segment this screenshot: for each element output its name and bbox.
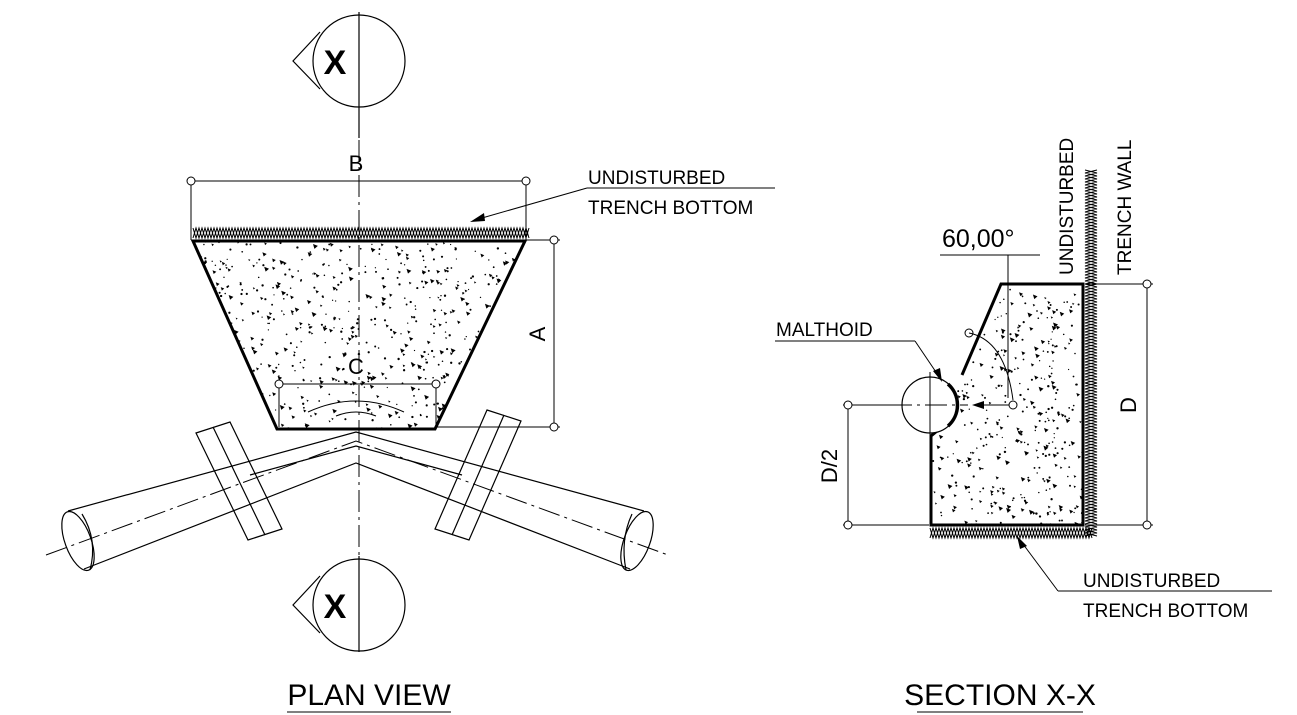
dimension-c: C [274, 354, 441, 427]
callout-section-line2: TRENCH BOTTOM [1083, 601, 1248, 622]
section-view: 60,00° MALTHOID UNDISTURBED TRENCH WALL … [775, 138, 1272, 713]
section-marker-bottom-label: X [324, 588, 347, 626]
thrust-block-plan [190, 239, 528, 431]
dimension-b: B [186, 151, 531, 240]
callout-malthoid: MALTHOID [775, 320, 942, 382]
section-marker-top: X [292, 12, 406, 138]
dimension-c-label: C [348, 354, 364, 379]
dimension-d: D [1085, 279, 1153, 530]
trench-bottom-hatch-section [929, 526, 1093, 540]
dimension-a: A [436, 235, 560, 432]
angle-annotation: 60,00° [940, 225, 1040, 410]
wall-label-trench-wall: TRENCH WALL [1115, 140, 1136, 275]
pipe-section [855, 372, 968, 440]
trench-wall-hatch [1084, 169, 1098, 537]
callout-section-trench-bottom: UNDISTURBED TRENCH BOTTOM [1017, 536, 1272, 622]
dimension-d-half-label: D/2 [817, 449, 842, 483]
section-marker-bottom: X [292, 556, 406, 652]
callout-plan-line2: TRENCH BOTTOM [588, 198, 753, 219]
callout-plan-trench-bottom: UNDISTURBED TRENCH BOTTOM [470, 168, 775, 222]
callout-plan-line1: UNDISTURBED [588, 168, 725, 189]
section-marker-top-label: X [324, 44, 347, 82]
wall-label-undisturbed: UNDISTURBED [1057, 138, 1078, 275]
angle-label: 60,00° [942, 225, 1015, 253]
callout-section-line1: UNDISTURBED [1083, 571, 1220, 592]
section-view-title: SECTION X-X [904, 679, 1096, 713]
malthoid-label: MALTHOID [776, 320, 873, 341]
plan-view-title: PLAN VIEW [287, 679, 451, 713]
dimension-d-half: D/2 [817, 400, 929, 530]
plan-view-title-text: PLAN VIEW [287, 679, 451, 712]
dimension-d-label: D [1116, 397, 1141, 413]
dimension-b-label: B [349, 151, 364, 176]
trench-bottom-hatch-plan [192, 226, 530, 240]
dimension-a-label: A [525, 326, 550, 341]
section-view-title-text: SECTION X-X [904, 679, 1096, 712]
pipe-bend-plan [45, 409, 669, 572]
plan-view: X B A [45, 12, 775, 713]
